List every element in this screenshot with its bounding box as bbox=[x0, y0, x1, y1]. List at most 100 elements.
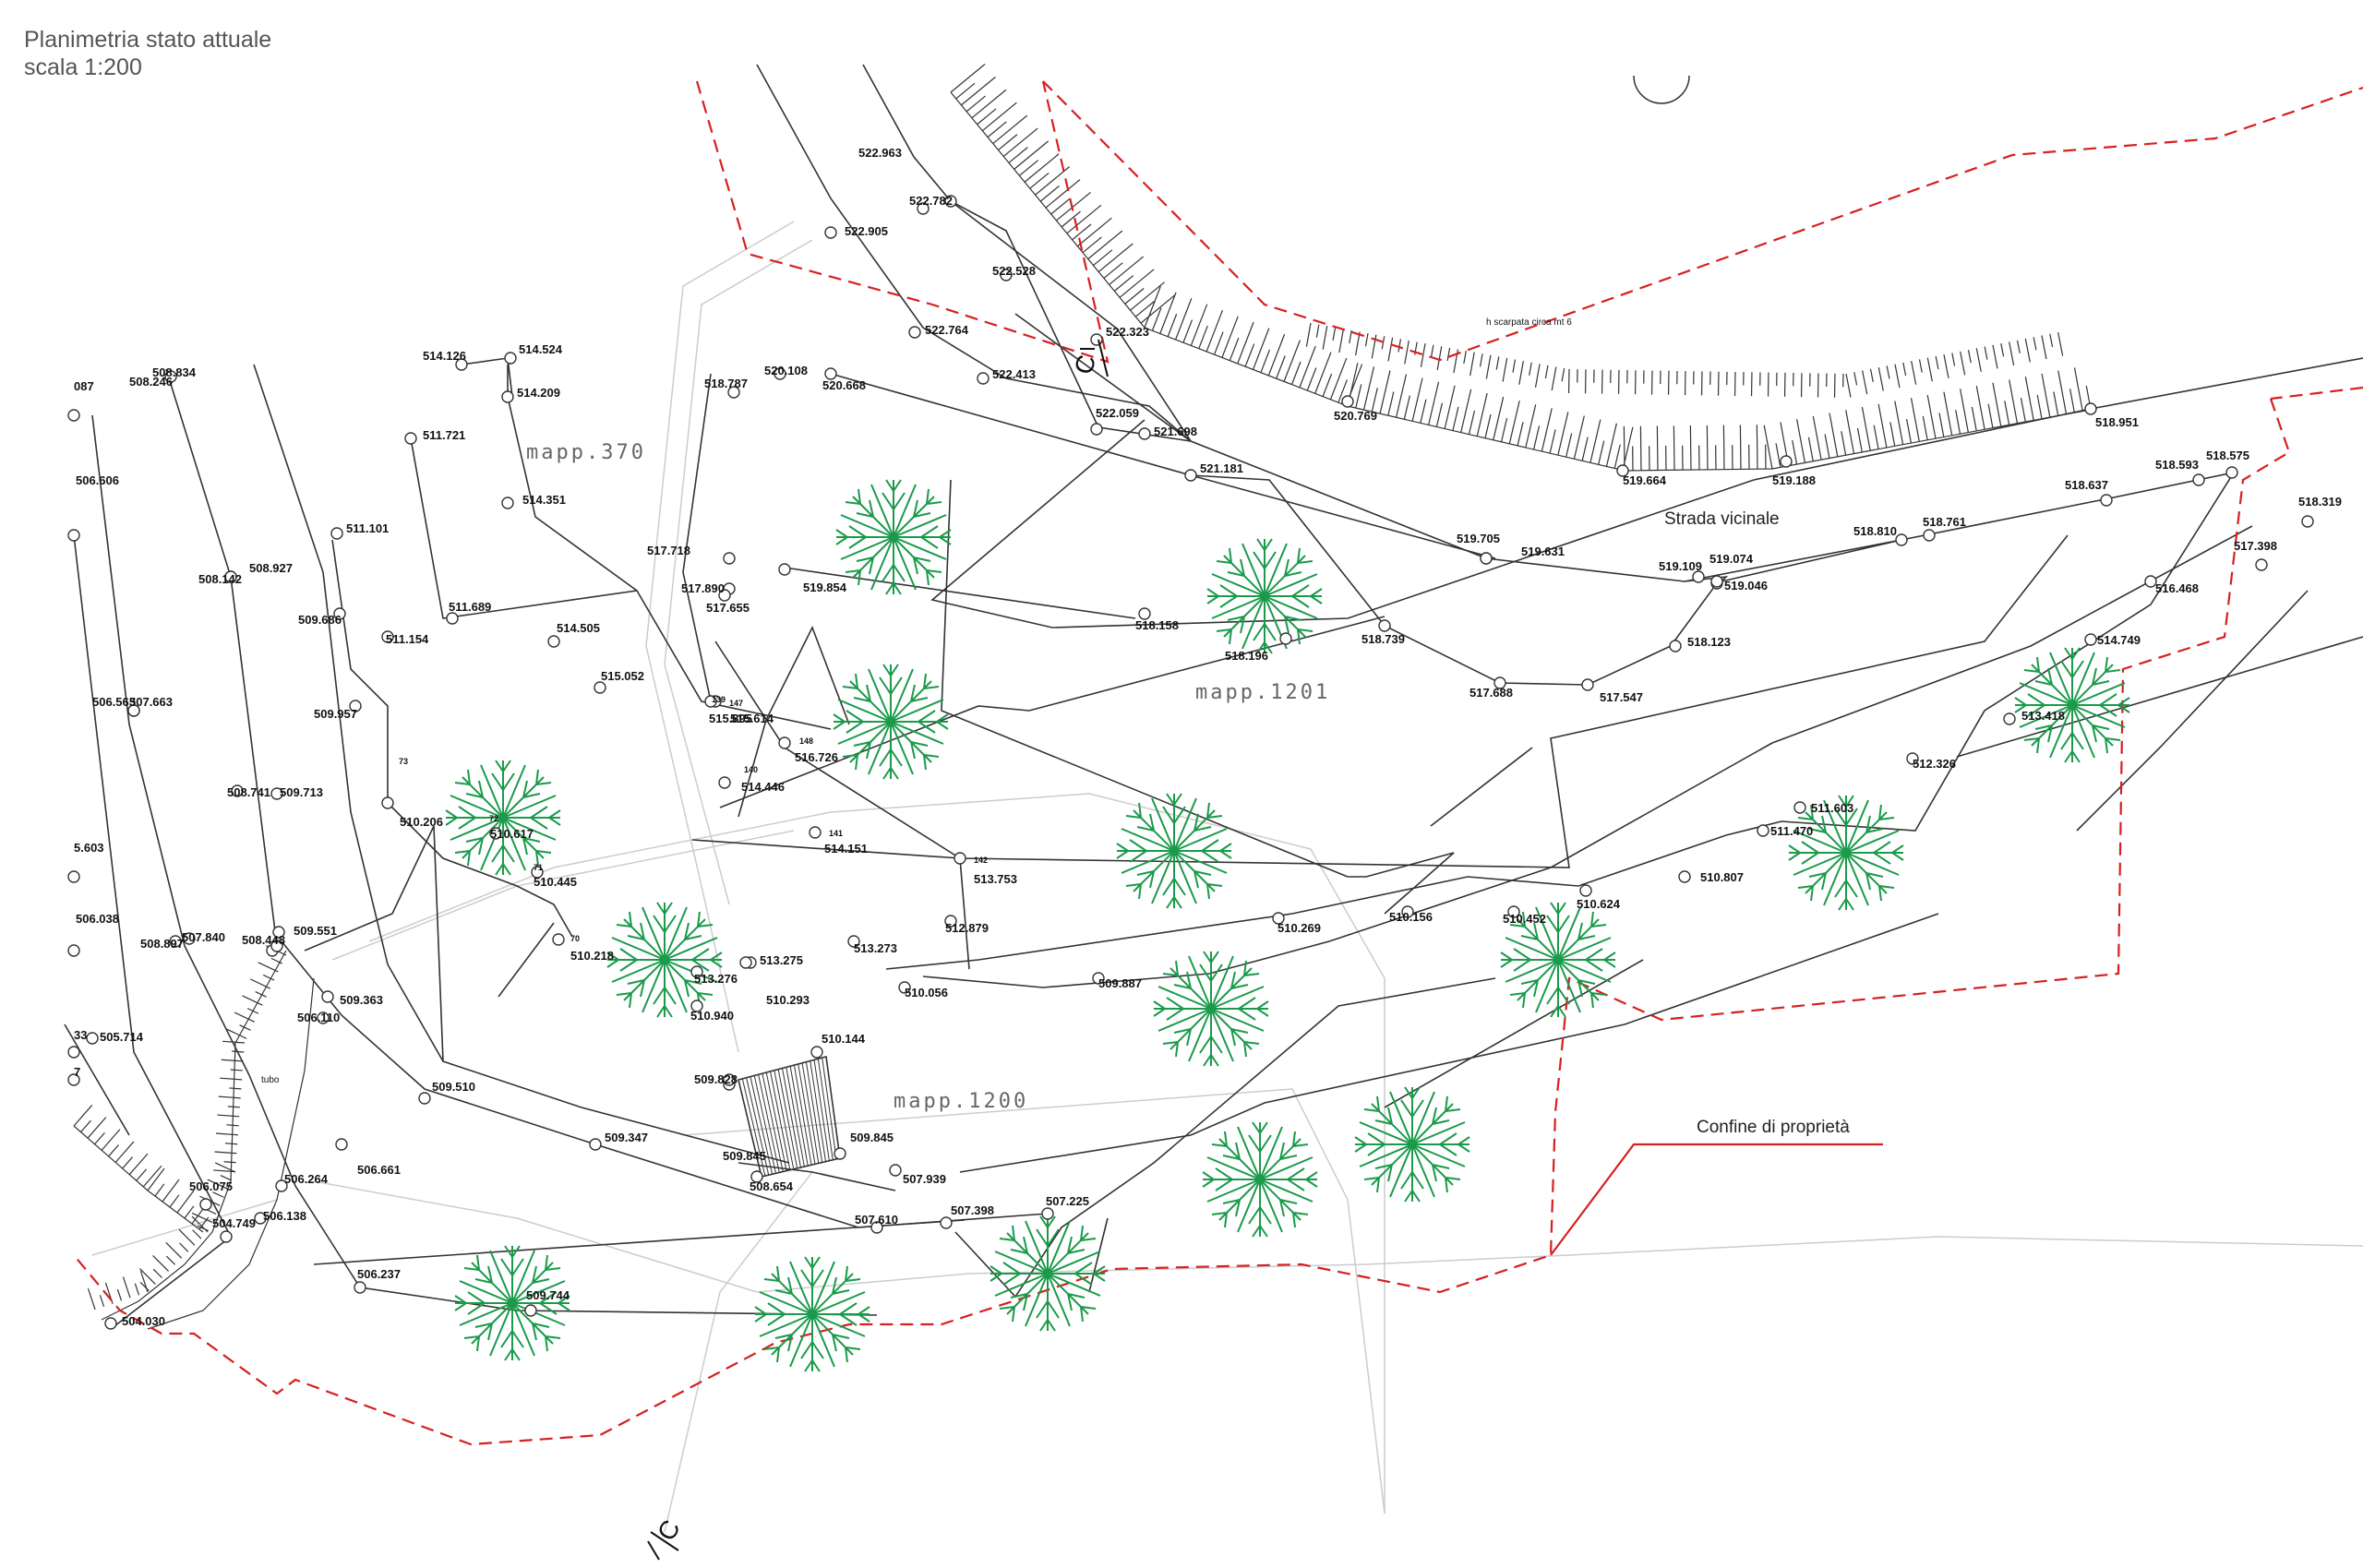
scarp-hatch-stroke bbox=[152, 1268, 162, 1278]
spot-height-label: 510.144 bbox=[822, 1032, 866, 1046]
scarp-hatch-stroke bbox=[1093, 249, 1113, 267]
shed-hatch-stroke bbox=[801, 1062, 820, 1164]
scarp-hatch-stroke bbox=[1290, 361, 1301, 385]
survey-point bbox=[1923, 529, 1936, 542]
spot-height-label: 518.637 bbox=[2065, 478, 2108, 492]
scarp-hatch-stroke bbox=[1124, 288, 1145, 305]
scarp-hatch-stroke bbox=[1190, 304, 1208, 346]
scarp-hatch-stroke bbox=[1244, 343, 1255, 367]
survey-point bbox=[418, 1092, 431, 1105]
scarp-hatch-stroke bbox=[1479, 353, 1483, 367]
scarp-hatch-stroke bbox=[1517, 422, 1524, 447]
spot-height-label: 517.688 bbox=[1469, 686, 1513, 700]
point-number-label: 140 bbox=[744, 765, 758, 774]
scarp-hatch-stroke bbox=[1076, 217, 1112, 247]
spot-height-label: 521.698 bbox=[1154, 425, 1197, 438]
spot-height-label: 513.276 bbox=[694, 972, 738, 986]
scarp-hatch-stroke bbox=[178, 1228, 196, 1246]
survey-point bbox=[330, 527, 343, 540]
tree-symbol bbox=[439, 754, 567, 881]
scarp-hatch-stroke bbox=[955, 82, 976, 100]
shed-hatch-stroke bbox=[822, 1058, 837, 1159]
scarp-hatch-stroke bbox=[1061, 210, 1081, 228]
shed-hatch-stroke bbox=[793, 1065, 812, 1166]
scarp-hatch-stroke bbox=[1322, 326, 1328, 350]
scarp-hatch-stroke bbox=[1938, 413, 1945, 437]
scarp-hatch-stroke bbox=[1469, 352, 1475, 377]
survey-point bbox=[164, 370, 177, 383]
scarp-hatch-stroke bbox=[221, 1059, 244, 1062]
scarp-hatch-stroke bbox=[1159, 292, 1177, 334]
spot-height-label: 510.269 bbox=[1277, 921, 1321, 935]
tree-symbol bbox=[2009, 641, 2136, 769]
survey-point bbox=[1895, 533, 1908, 546]
spot-height-label: 517.398 bbox=[2234, 539, 2277, 553]
scarp-hatch-stroke bbox=[2049, 333, 2054, 347]
survey-point bbox=[67, 409, 80, 422]
survey-point bbox=[67, 870, 80, 883]
survey-point bbox=[127, 704, 140, 717]
tree-symbol bbox=[830, 473, 957, 601]
scarp-hatch-stroke bbox=[966, 95, 986, 113]
spot-height-label: 514.151 bbox=[824, 842, 868, 856]
scarp-hatch-stroke bbox=[1035, 166, 1070, 196]
scarp-hatch-stroke bbox=[73, 1105, 93, 1127]
scarp-hatch-stroke bbox=[1305, 322, 1312, 347]
survey-point bbox=[531, 866, 544, 879]
tree-symbol bbox=[827, 658, 954, 785]
spot-height-label: 509.828 bbox=[694, 1072, 738, 1086]
scarp-hatch-stroke bbox=[1533, 425, 1541, 450]
spot-height-label: 519.664 bbox=[1623, 473, 1667, 487]
scarp-hatch-stroke bbox=[191, 1215, 209, 1233]
scarp-hatch-stroke bbox=[1182, 319, 1193, 343]
point-number-label: 139 bbox=[712, 695, 726, 704]
scarp-hatch-stroke bbox=[215, 1132, 238, 1136]
spot-height-label: 519.854 bbox=[803, 581, 847, 594]
spot-height-label: 511.689 bbox=[449, 600, 491, 614]
scarp-hatch-stroke bbox=[2053, 391, 2059, 416]
scarp-hatch-stroke bbox=[1841, 431, 1847, 456]
scarp-hatch-stroke bbox=[987, 121, 1007, 138]
scarp-hatch-stroke bbox=[101, 1129, 121, 1151]
scarp-hatch-stroke bbox=[1551, 366, 1557, 391]
survey-point bbox=[1480, 552, 1493, 565]
scarp-hatch-stroke bbox=[1260, 349, 1271, 373]
spot-height-label: 520.668 bbox=[822, 378, 866, 392]
scarp-hatch-stroke bbox=[2069, 389, 2075, 413]
scarp-hatch-stroke bbox=[1484, 413, 1492, 438]
scarp-hatch-stroke bbox=[1943, 391, 1953, 436]
survey-point bbox=[67, 1046, 80, 1059]
spot-height-label: 514.209 bbox=[517, 386, 560, 400]
scarp-hatch-stroke bbox=[1379, 370, 1391, 414]
shed-hatch-stroke bbox=[810, 1060, 827, 1162]
survey-point bbox=[220, 1230, 233, 1243]
survey-point bbox=[489, 827, 502, 840]
survey-point bbox=[2084, 402, 2097, 415]
scarp-hatch-stroke bbox=[142, 1165, 162, 1188]
spot-height-label: 518.951 bbox=[2095, 415, 2139, 429]
spot-height-label: 507.840 bbox=[182, 930, 225, 944]
survey-point bbox=[944, 915, 957, 928]
spot-height-label: 512.879 bbox=[945, 921, 989, 935]
scarp-hatch-stroke bbox=[1495, 356, 1500, 370]
scarp-hatch-stroke bbox=[1014, 140, 1050, 170]
scarp-hatch-stroke bbox=[222, 1040, 246, 1044]
survey-point bbox=[381, 796, 394, 809]
spot-height-label: 5.603 bbox=[74, 841, 104, 855]
shed-hatch-stroke bbox=[817, 1059, 834, 1160]
spot-height-label: 522.782 bbox=[909, 194, 953, 208]
survey-point bbox=[1184, 469, 1197, 482]
scarp-hatch-stroke bbox=[122, 1156, 133, 1169]
scarp-hatch-stroke bbox=[1364, 332, 1369, 347]
scarp-hatch-stroke bbox=[122, 1276, 131, 1299]
scarp-hatch-stroke bbox=[270, 957, 282, 964]
scarp-hatch-stroke bbox=[1098, 243, 1134, 272]
spot-height-label: 510.624 bbox=[1577, 897, 1621, 911]
survey-point bbox=[2192, 473, 2205, 486]
survey-point bbox=[898, 981, 911, 994]
survey-point bbox=[335, 1138, 348, 1151]
spot-height-label: 510.206 bbox=[400, 815, 443, 829]
survey-point bbox=[1378, 619, 1391, 632]
spot-height-label: 519.109 bbox=[1659, 559, 1702, 573]
survey-point bbox=[718, 589, 731, 602]
